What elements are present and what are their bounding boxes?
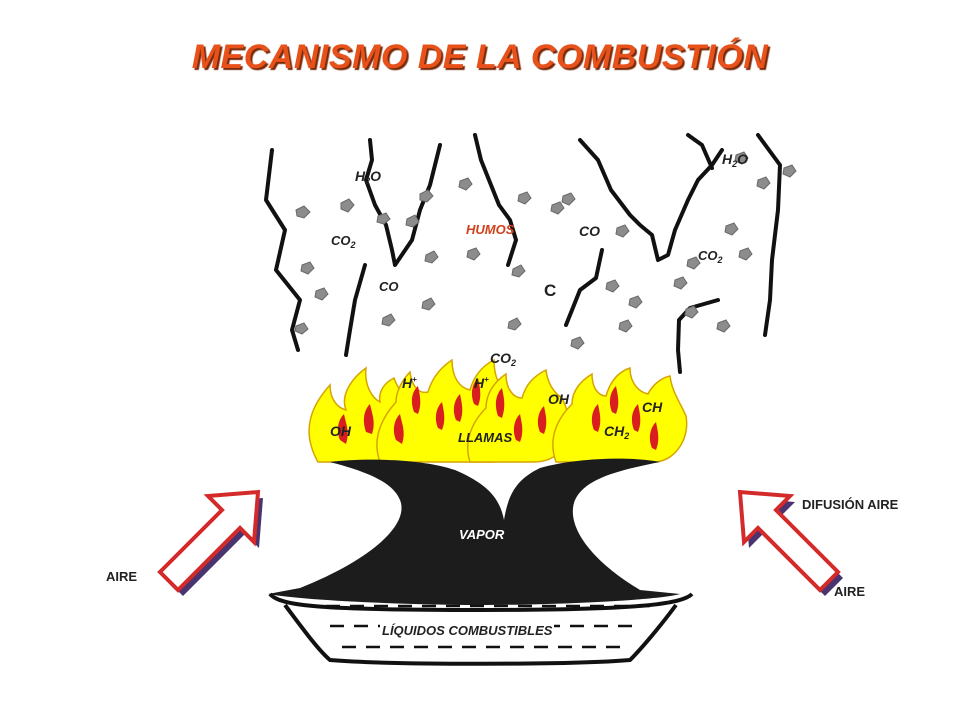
label-co2-right: CO2: [698, 248, 723, 265]
air-arrow-left: [157, 489, 263, 596]
label-co-right: CO: [579, 223, 600, 239]
page-title: MECANISMO DE LA COMBUSTIÓN: [191, 38, 769, 76]
label-aire-left: AIRE: [106, 569, 138, 584]
label-co2-left: CO2: [331, 233, 356, 250]
label-ch2: CH2: [604, 423, 630, 441]
label-h2o-right: H2O: [722, 151, 749, 169]
label-co-left: CO: [379, 279, 399, 294]
flame-cores: [337, 378, 659, 450]
fuel-container: [268, 592, 694, 666]
air-arrow-right: [737, 489, 843, 596]
label-difusion-aire: DIFUSIÓN AIRE: [802, 497, 899, 512]
soot-particles: [294, 151, 797, 350]
label-co2-mid: CO2: [490, 350, 517, 368]
label-liquidos: LÍQUIDOS COMBUSTIBLES: [380, 623, 555, 638]
label-oh-mid: OH: [548, 391, 569, 407]
smoke-outline: [264, 133, 782, 374]
vapor-cloud: [268, 458, 680, 605]
label-carbon: C: [544, 281, 557, 300]
label-ch: CH: [642, 399, 663, 415]
label-aire-right: AIRE: [834, 584, 866, 599]
label-h-plus-2: H+: [474, 375, 489, 391]
label-humos: HUMOS: [466, 222, 515, 237]
label-h2o-left: H2O: [355, 168, 382, 186]
label-h-plus-1: H+: [402, 375, 417, 391]
label-llamas: LLAMAS: [458, 430, 513, 445]
label-oh-left: OH: [330, 423, 351, 439]
label-vapor: VAPOR: [459, 527, 505, 542]
